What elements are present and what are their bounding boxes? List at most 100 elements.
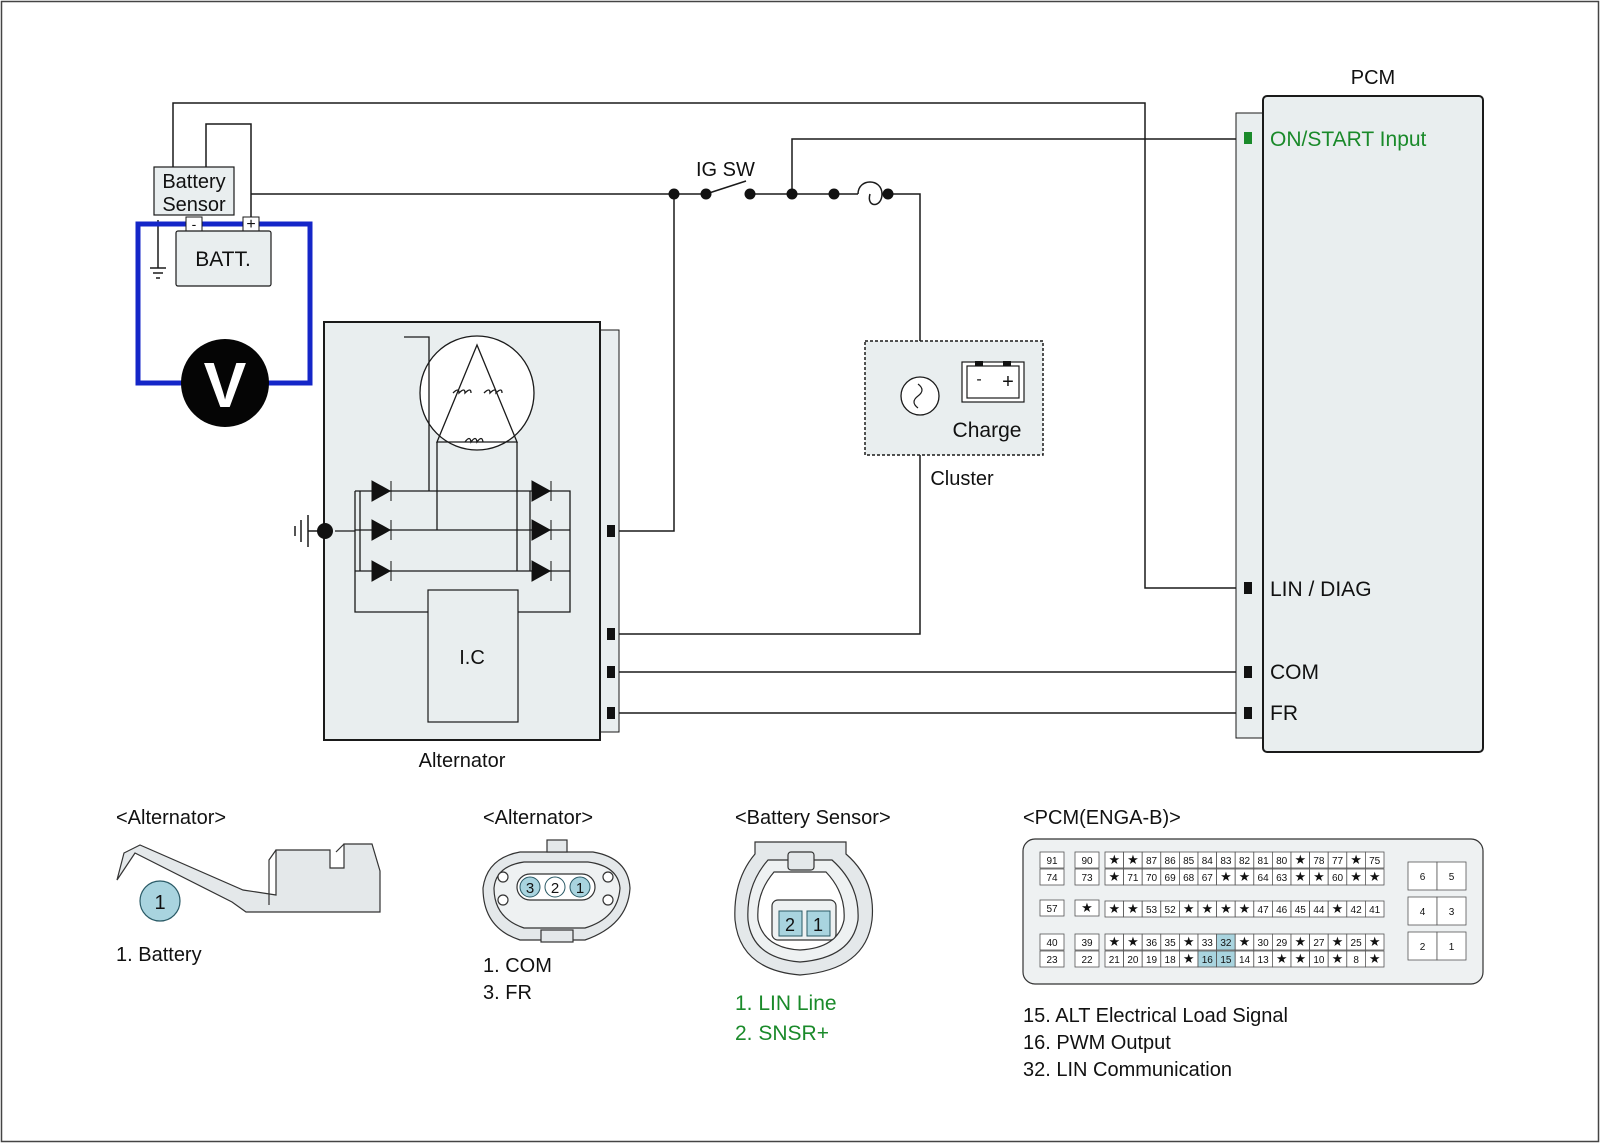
pcm-pin-main-0-14-label: 75 [1369,856,1381,867]
pcm-box [1262,95,1484,753]
pcm-pin-main-3-0-label: ★ [1108,934,1120,949]
cluster-label: Cluster [930,468,994,490]
pcm-pin-main-0-13-label: ★ [1350,852,1362,867]
pcm-pin-right-1-0-label: 4 [1420,907,1426,918]
pcm-pin-main-3-4-label: ★ [1183,934,1195,949]
ig-sw-label: IG SW [696,159,755,181]
pcm-pin-main-1-12-label: 60 [1332,873,1344,884]
pcm-pin-main-3-14 [1365,933,1385,951]
battery-sensor-label-2: Sensor [162,194,226,216]
pcm-pin-right-1-0 [1407,896,1438,926]
pcm-pin-main-1-6-label: ★ [1220,869,1232,884]
pcm-pin-main-0-14 [1365,851,1385,869]
pcm-pin-main-1-4-label: 68 [1183,873,1195,884]
ground-icon [150,267,166,279]
pcm-pin-right-0-1 [1436,861,1467,891]
pcm-pin-col1-0-0-label: 91 [1046,856,1058,867]
pcm-pin-main-0-7-label: 82 [1239,856,1251,867]
charge-lamp-icon [900,376,940,416]
pcm-pin-col1-2-0 [1039,933,1065,951]
junction-dots [668,188,894,200]
voltmeter-icon [181,339,269,427]
alternator-label: Alternator [419,750,506,772]
rectifier-diodes [371,480,552,582]
pcm-pin-main-2-11-label: 44 [1313,905,1325,916]
pcm-com-label: COM [1270,661,1319,684]
alt-plug-legend-2: 3. FR [483,982,532,1004]
pcm-pin-main-4-9-label: ★ [1276,951,1288,966]
alt-plug-pin-2-label: 2 [551,880,559,897]
pcm-pin-main-2-8-label: 47 [1258,905,1270,916]
pcm-pin-col2-0-0-label: 90 [1081,856,1093,867]
pcm-pin-main-4-7-label: 14 [1239,955,1251,966]
pcm-pin-main-1-7-label: ★ [1239,869,1251,884]
pin-com [1244,666,1252,678]
pcm-pin-main-2-0-label: ★ [1108,901,1120,916]
pcm-pin-main-1-14 [1365,868,1385,886]
pcm-pin-main-0-1-label: ★ [1127,852,1139,867]
pcm-pin-main-2-4-label: ★ [1183,901,1195,916]
pin-fr [1244,707,1252,719]
pcm-pin-main-0-11-label: 78 [1313,856,1325,867]
pcm-pin-col1-1-0 [1039,899,1065,917]
bat-sensor-title: <Battery Sensor> [735,807,891,829]
pcm-pin-main-2-10-label: 45 [1295,905,1307,916]
alt-plug-pin-1-label: 1 [576,880,584,897]
pcm-pin-main-1-5-label: 67 [1202,873,1214,884]
alternator-pins [607,525,615,719]
pcm-pin-main-0-0-label: ★ [1108,852,1120,867]
pcm-pin-col1-2-0-label: 40 [1046,938,1058,949]
alternator-terminal-icon [116,843,381,913]
pcm-pin-right-2-1 [1436,931,1467,961]
pcm-pin-main-1-2-label: 70 [1146,873,1158,884]
ic-box [427,589,519,723]
fuse-symbol [857,181,883,206]
pcm-pin-main-0-6-label: 83 [1220,856,1232,867]
pcm-legend-2: 16. PWM Output [1023,1032,1171,1054]
sensor-minus-label: - [192,216,197,232]
alt-terminal-title: <Alternator> [116,807,226,829]
battery-sensor-box [153,166,235,216]
pcm-pin-col2-2-1-label: 22 [1081,955,1093,966]
alt-terminal-pin-1 [139,880,181,922]
pcm-pin-main-4-11-label: 10 [1313,955,1325,966]
pcm-pin-main-4-10-label: ★ [1294,951,1306,966]
bat-sensor-pin-2 [778,910,803,937]
sensor-plus-label: + [246,216,255,233]
pcm-pin-main-1-10-label: ★ [1294,869,1306,884]
svg-text:-: - [976,371,981,388]
pcm-pin-main-3-3-label: 35 [1165,938,1177,949]
lin-wire [172,102,1248,589]
pcm-pin-main-2-5-label: ★ [1201,901,1213,916]
ic-label: I.C [459,647,485,669]
pcm-pin-col2-2-0-label: 39 [1081,938,1093,949]
bat-sensor-legend-2: 2. SNSR+ [735,1022,829,1045]
alt-terminal-pin-1-label: 1 [154,892,165,914]
pcm-pin-main-2-1-label: ★ [1127,901,1139,916]
alt-terminal-legend-1: 1. Battery [116,944,202,966]
pcm-pin-right-1-1-label: 3 [1449,907,1455,918]
pcm-pin-main-1-13-label: ★ [1350,869,1362,884]
pcm-pin-main-3-14-label: ★ [1369,934,1381,949]
pcm-connector-title: <PCM(ENGA-B)> [1023,807,1181,829]
battery-box [175,230,272,287]
stator-icon [419,335,535,451]
pcm-pin-main-4-3-label: 18 [1165,955,1177,966]
ground-junction [317,523,333,539]
pcm-pin-main-2-14 [1365,900,1385,918]
alt-plug-pin-1 [569,876,591,898]
pcm-pin-col1-2-1-label: 23 [1046,955,1058,966]
alt-plug-legend-1: 1. COM [483,955,552,977]
pcm-pin-col2-0-1-label: 73 [1081,873,1093,884]
bat-sensor-pin-2-label: 2 [785,915,795,935]
pcm-pin-main-4-2-label: 19 [1146,955,1158,966]
pcm-pin-right-1-1 [1436,896,1467,926]
pcm-pin-main-3-11-label: 27 [1313,938,1325,949]
pcm-connector-strip [1235,112,1265,739]
pcm-pin-col2-0-1 [1074,868,1100,886]
battery-label: BATT. [195,248,251,271]
alt-b-terminal-wire [610,194,675,532]
pcm-pin-main-4-12-label: ★ [1332,951,1344,966]
